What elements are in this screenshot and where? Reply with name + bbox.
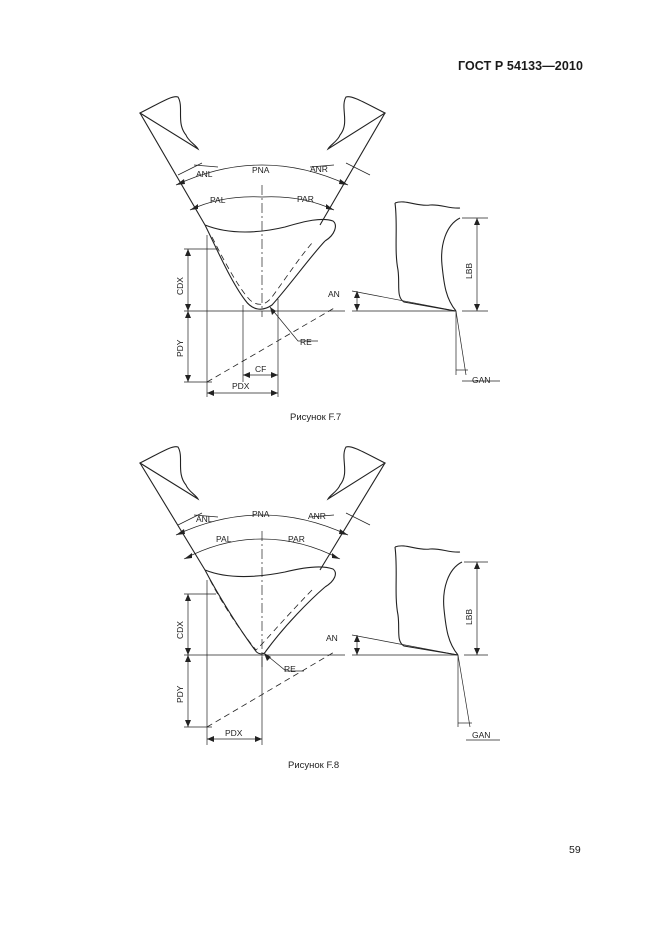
label-an: AN bbox=[326, 633, 338, 643]
re-leader bbox=[269, 306, 318, 342]
label-pal: PAL bbox=[216, 534, 232, 544]
figure-f8-caption: Рисунок F.8 bbox=[288, 760, 340, 771]
label-anl: ANL bbox=[196, 514, 213, 524]
side-view-outline-left bbox=[394, 202, 456, 312]
label-pdy: PDY bbox=[175, 685, 185, 703]
label-re: RE bbox=[300, 337, 312, 347]
label-gan: GAN bbox=[472, 730, 490, 740]
figure-f7-caption: Рисунок F.7 bbox=[290, 412, 342, 423]
label-pna: PNA bbox=[252, 165, 270, 175]
label-par: PAR bbox=[288, 534, 305, 544]
label-anr: ANR bbox=[310, 164, 328, 174]
figure-f8-drawing bbox=[138, 446, 500, 745]
label-lbb: LBB bbox=[464, 263, 474, 279]
label-par: PAR bbox=[297, 194, 314, 204]
label-re: RE bbox=[284, 664, 296, 674]
label-cf: CF bbox=[255, 364, 266, 374]
label-cdx: CDX bbox=[175, 277, 185, 295]
figure-f8-labels: ANL PNA ANR PAL PAR CDX PDY RE PDX AN LB… bbox=[175, 509, 490, 740]
label-cdx: CDX bbox=[175, 621, 185, 639]
page-number: 59 bbox=[569, 844, 581, 856]
label-pdx: PDX bbox=[225, 728, 243, 738]
pna-arc bbox=[175, 164, 349, 186]
label-pal: PAL bbox=[210, 195, 226, 205]
side-view-edge bbox=[441, 217, 461, 312]
insert-top-surface bbox=[204, 218, 336, 242]
right-cutting-edge bbox=[319, 112, 386, 226]
label-pdx: PDX bbox=[232, 381, 250, 391]
label-anr: ANR bbox=[308, 511, 326, 521]
insert-nose-profile bbox=[204, 224, 326, 310]
side-view-top bbox=[394, 201, 461, 209]
right-shank-outline bbox=[326, 96, 387, 151]
label-lbb: LBB bbox=[464, 609, 474, 625]
dashed-diagonal bbox=[206, 306, 337, 383]
label-anl: ANL bbox=[196, 169, 213, 179]
figure-f8: ANL PNA ANR PAL PAR CDX PDY RE PDX AN LB… bbox=[0, 435, 661, 755]
figure-f7: ANL PNA ANR PAL PAR CDX PDY RE CF PDX AN… bbox=[0, 85, 661, 405]
left-cutting-edge bbox=[139, 112, 206, 226]
label-an: AN bbox=[328, 289, 340, 299]
label-pna: PNA bbox=[252, 509, 270, 519]
label-gan: GAN bbox=[472, 375, 490, 385]
standard-header: ГОСТ Р 54133—2010 bbox=[457, 59, 583, 73]
figure-f7-drawing bbox=[138, 96, 500, 397]
figure-f7-labels: ANL PNA ANR PAL PAR CDX PDY RE CF PDX AN… bbox=[175, 164, 490, 391]
label-pdy: PDY bbox=[175, 339, 185, 357]
left-shank-outline bbox=[138, 96, 200, 151]
dashed-profile bbox=[211, 236, 313, 305]
